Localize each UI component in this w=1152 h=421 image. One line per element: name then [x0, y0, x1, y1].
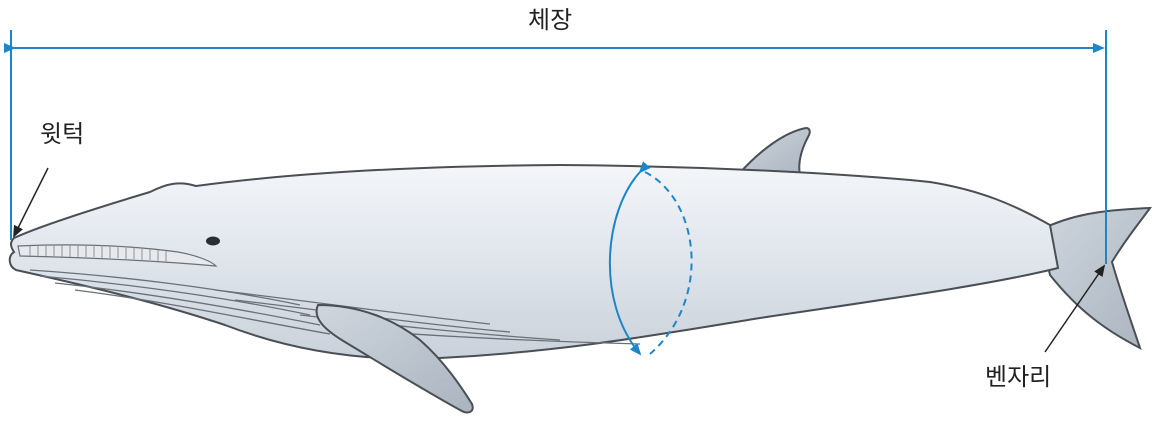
pectoral-flipper [315, 303, 474, 414]
dorsal-fin [735, 126, 811, 178]
baleen-lines [29, 245, 167, 262]
girth-back-arc [644, 171, 693, 355]
whale-body [8, 163, 1060, 360]
upper-jaw-leader [13, 167, 49, 238]
eye [206, 236, 220, 246]
body-length-label: 체장 [528, 6, 573, 34]
upper-jaw-label: 윗턱 [40, 120, 85, 148]
tail-notch-label: 벤자리 [985, 363, 1052, 391]
tail-notch-leader [1044, 264, 1106, 353]
girth-front-arc [608, 161, 651, 356]
